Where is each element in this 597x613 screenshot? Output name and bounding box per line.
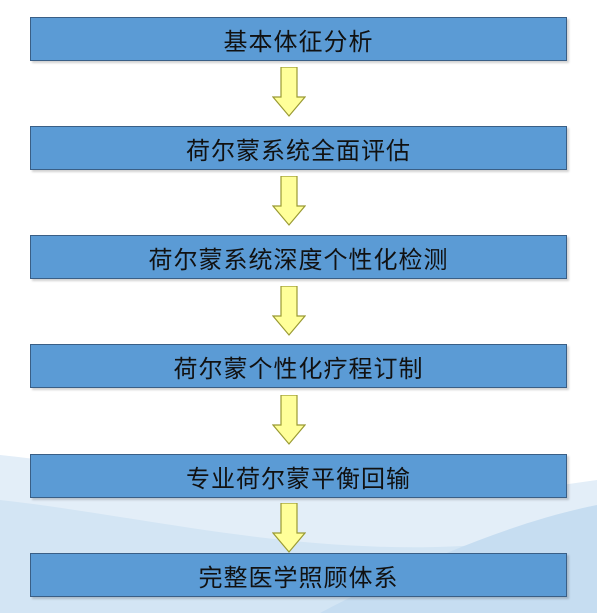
step-label: 荷尔蒙系统全面评估	[186, 136, 411, 165]
down-arrow-icon	[272, 503, 306, 553]
down-arrow-icon	[272, 67, 306, 117]
step-box-5: 专业荷尔蒙平衡回输	[30, 454, 567, 498]
step-box-2: 荷尔蒙系统全面评估	[30, 126, 567, 170]
step-box-4: 荷尔蒙个性化疗程订制	[30, 344, 567, 388]
step-box-6: 完整医学照顾体系	[30, 553, 567, 597]
step-box-1: 基本体征分析	[30, 17, 567, 61]
step-label: 荷尔蒙系统深度个性化检测	[148, 245, 449, 274]
down-arrow-icon	[272, 395, 306, 445]
step-label: 完整医学照顾体系	[198, 563, 399, 592]
down-arrow-icon	[272, 286, 306, 336]
step-label: 专业荷尔蒙平衡回输	[186, 464, 411, 493]
step-label: 荷尔蒙个性化疗程订制	[173, 354, 424, 383]
step-label: 基本体征分析	[223, 27, 374, 56]
step-box-3: 荷尔蒙系统深度个性化检测	[30, 235, 567, 279]
down-arrow-icon	[272, 176, 306, 226]
